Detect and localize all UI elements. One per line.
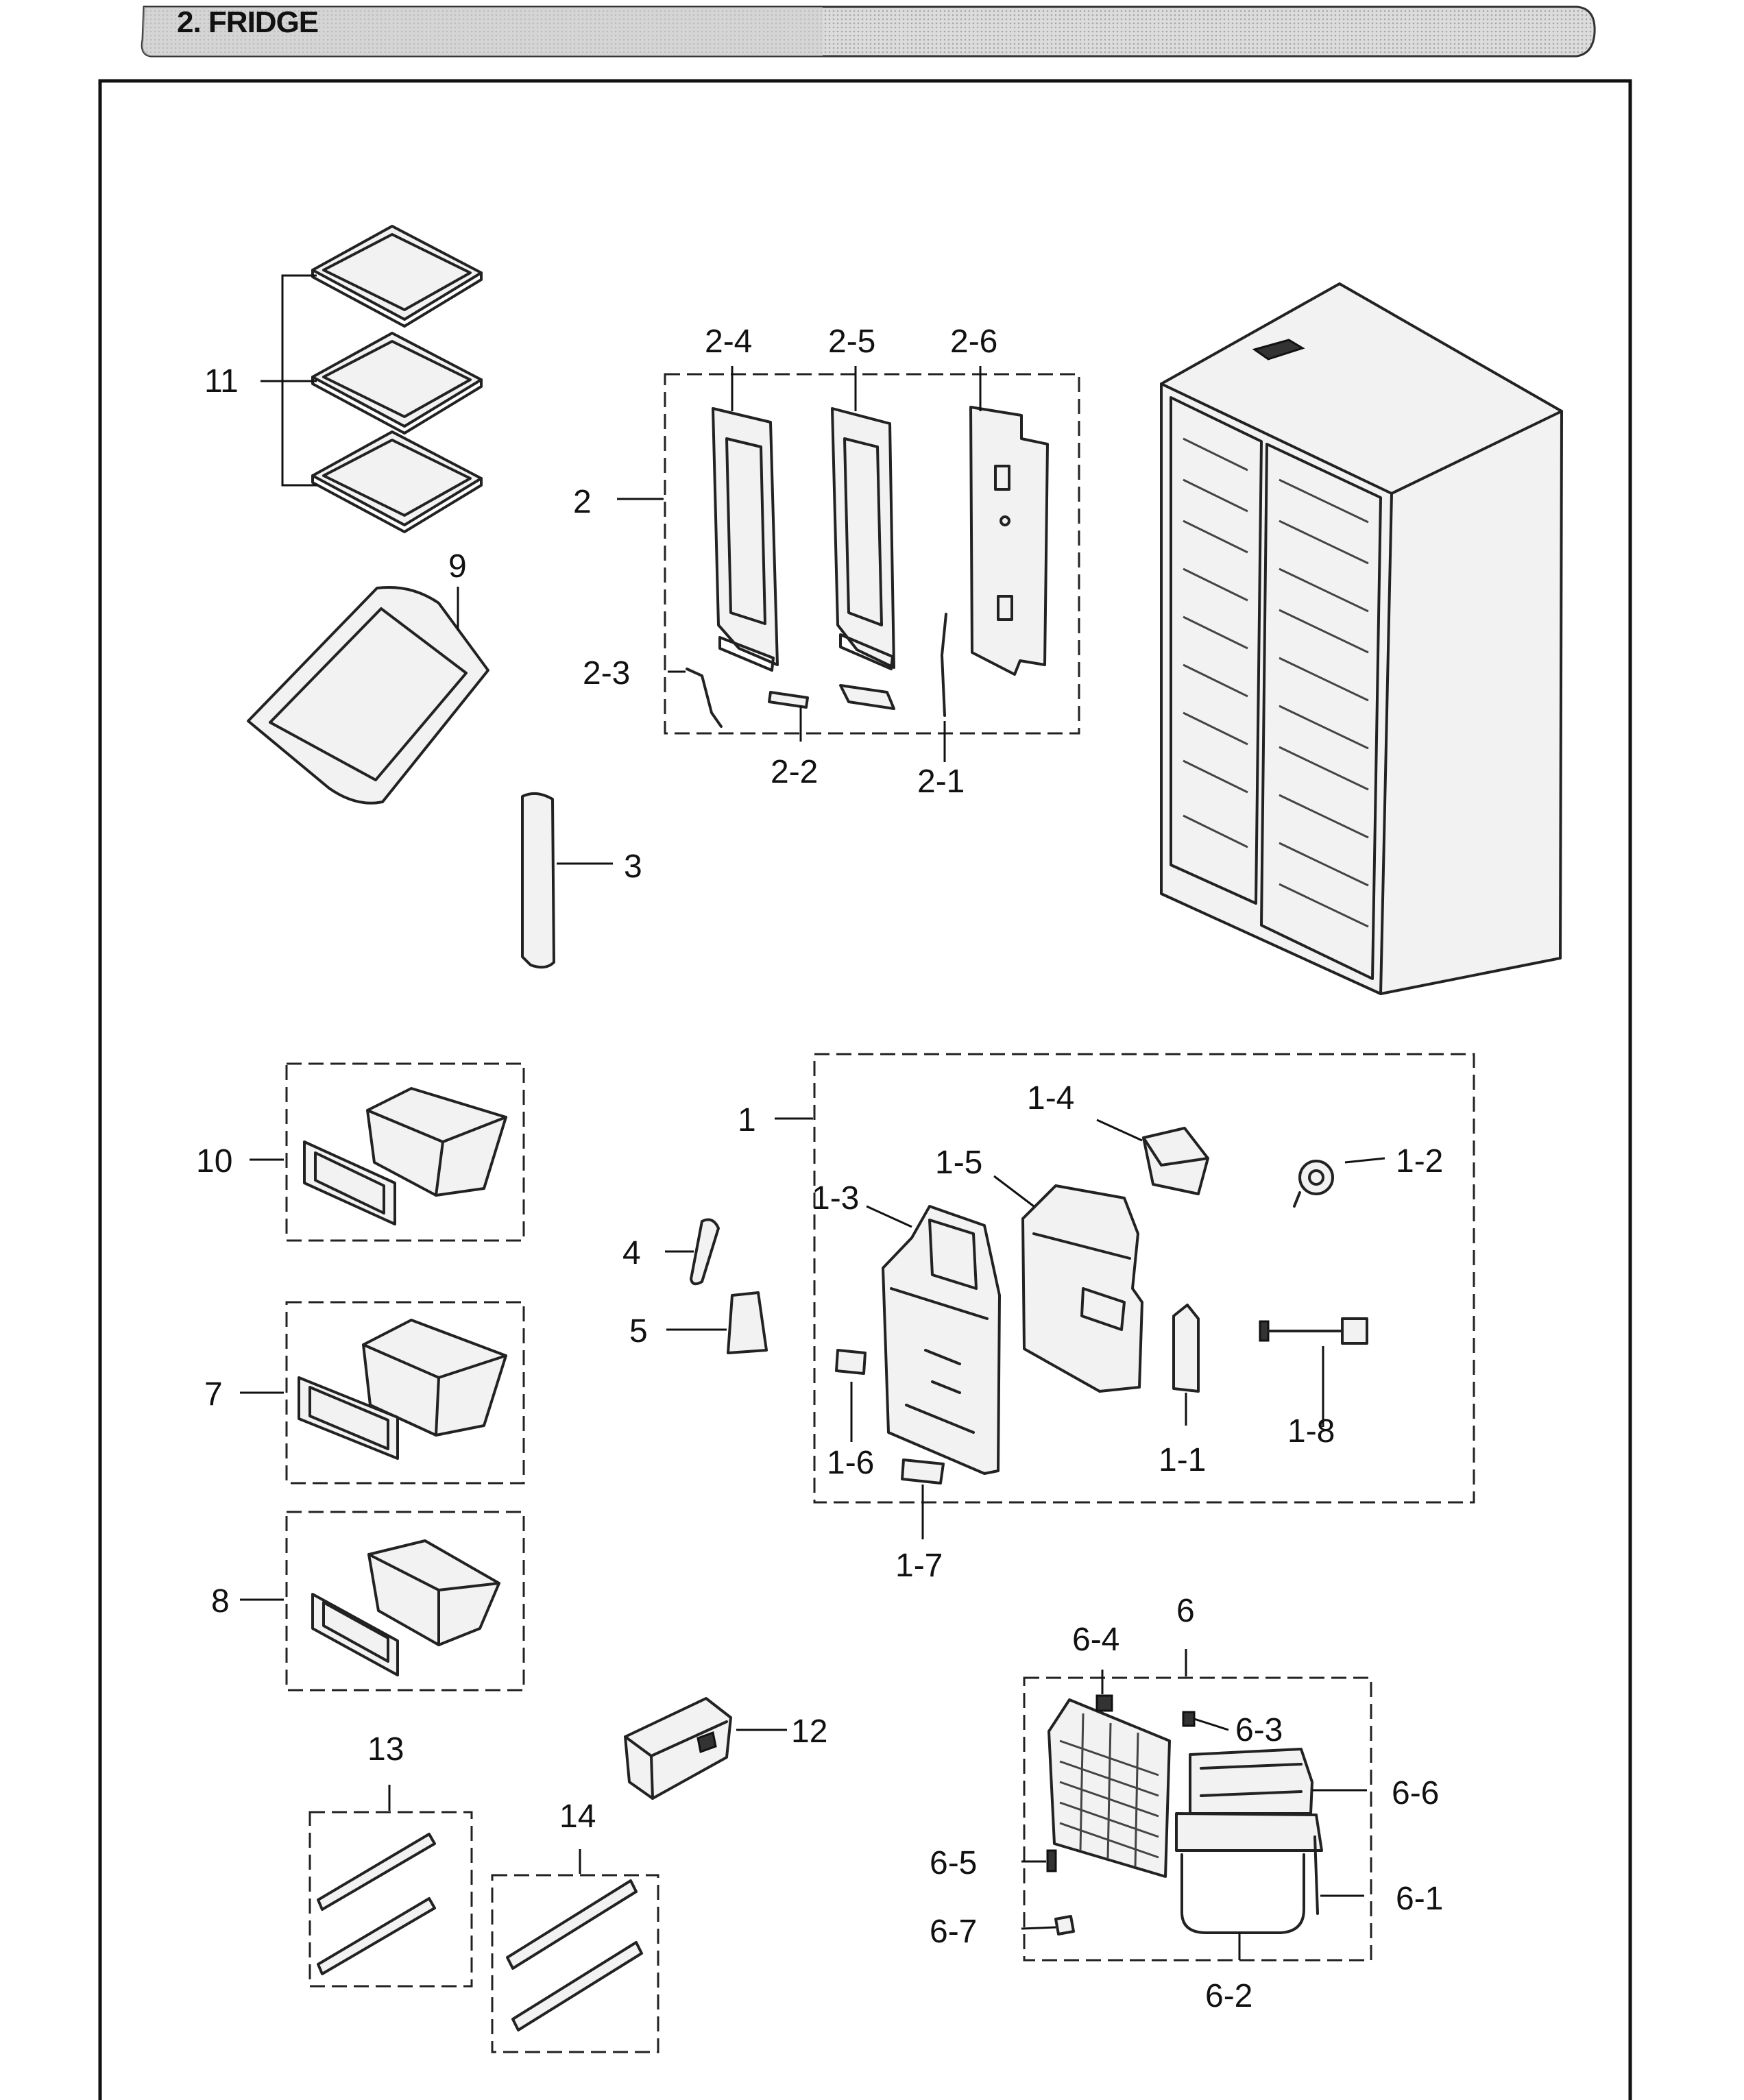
label-11: 11 [204, 363, 239, 400]
label-1-8: 1-8 [1287, 1413, 1335, 1450]
part-3-strip [521, 792, 613, 969]
callout-labels: 11 9 2 2-3 2-2 2-1 2-4 2-5 2-6 3 10 7 8 … [196, 323, 1443, 2014]
section-banner [141, 5, 1596, 58]
label-2-4: 2-4 [705, 323, 752, 360]
label-1-7: 1-7 [895, 1548, 943, 1584]
part-13-rails [308, 1785, 473, 1988]
part-10-drawer [250, 1062, 525, 1242]
label-6-7: 6-7 [930, 1914, 977, 1950]
part-1-2-fan-motor [1293, 1160, 1334, 1208]
label-8: 8 [211, 1583, 230, 1620]
label-2-6: 2-6 [950, 323, 997, 360]
label-6-2: 6-2 [1205, 1978, 1252, 2014]
label-14: 14 [559, 1798, 596, 1835]
label-5: 5 [629, 1313, 648, 1350]
refrigerator-cabinet [1160, 282, 1563, 995]
part-1-group [775, 1053, 1475, 1539]
label-7: 7 [204, 1376, 223, 1413]
label-2-1: 2-1 [917, 764, 965, 800]
label-12: 12 [791, 1713, 827, 1750]
label-2: 2 [573, 484, 592, 520]
label-1-6: 1-6 [827, 1445, 874, 1481]
label-6-1: 6-1 [1396, 1881, 1443, 1917]
label-6: 6 [1176, 1593, 1195, 1629]
part-5-cap [666, 1291, 768, 1354]
part-6-group [1021, 1649, 1372, 1962]
label-1-4: 1-4 [1027, 1080, 1074, 1116]
part-14-rails [491, 1849, 659, 2053]
label-10: 10 [196, 1143, 232, 1180]
part-4-clip [665, 1218, 720, 1286]
label-2-2: 2-2 [771, 754, 818, 790]
label-2-3: 2-3 [583, 655, 630, 692]
part-9-glass-shelf [247, 585, 489, 805]
label-1: 1 [738, 1102, 756, 1138]
label-6-5: 6-5 [930, 1845, 977, 1881]
part-8-drawer [240, 1511, 525, 1692]
label-4: 4 [622, 1235, 641, 1271]
label-2-5: 2-5 [828, 323, 875, 360]
label-9: 9 [448, 548, 467, 585]
label-1-3: 1-3 [812, 1180, 859, 1217]
label-1-1: 1-1 [1159, 1442, 1206, 1478]
label-6-6: 6-6 [1392, 1775, 1439, 1811]
part-7-drawer [240, 1301, 525, 1485]
part-2-group [617, 366, 1080, 762]
diagram-frame [98, 79, 1632, 2100]
page-title: 2. FRIDGE [177, 5, 319, 39]
label-1-2: 1-2 [1396, 1143, 1443, 1180]
label-3: 3 [624, 848, 642, 885]
label-13: 13 [367, 1731, 404, 1768]
part-12-unit [624, 1697, 787, 1800]
label-1-5: 1-5 [935, 1145, 982, 1181]
label-6-4: 6-4 [1072, 1622, 1119, 1658]
part-11-shelves [261, 225, 483, 533]
label-6-3: 6-3 [1235, 1712, 1283, 1748]
